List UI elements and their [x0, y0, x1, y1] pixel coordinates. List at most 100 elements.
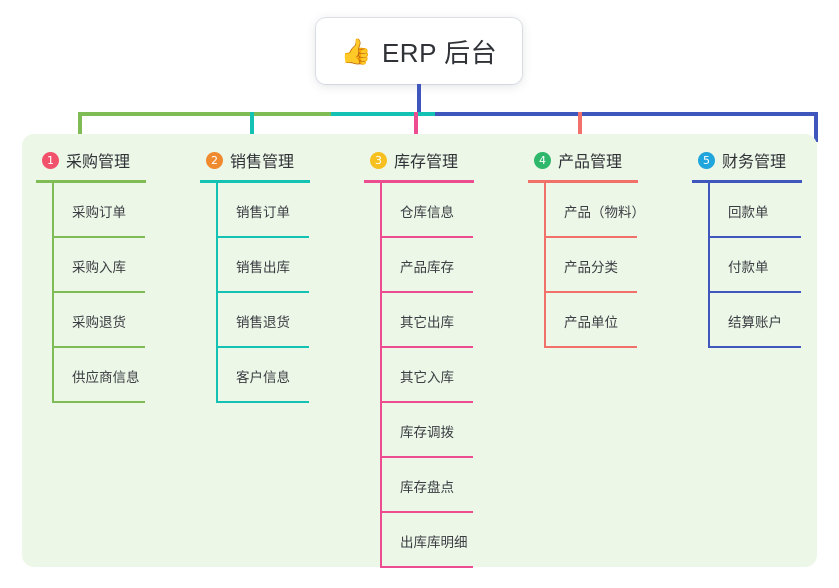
column-branch-3: 仓库信息产品库存其它出库其它入库库存调拨库存盘点出库库明细: [364, 183, 532, 568]
leaf-node[interactable]: 其它出库: [382, 293, 532, 348]
column-title-2: 销售管理: [230, 154, 295, 171]
leaf-label: 库存盘点: [400, 480, 454, 495]
leaf-rule: [382, 401, 473, 403]
leaf-node[interactable]: 产品（物料）: [546, 183, 696, 238]
leaf-rule: [546, 291, 637, 293]
column-header-2[interactable]: 2 销售管理: [200, 140, 368, 180]
leaf-node[interactable]: 销售订单: [218, 183, 368, 238]
column-rule-1: [36, 180, 146, 183]
leaf-label: 仓库信息: [400, 205, 454, 220]
leaf-rule: [382, 346, 473, 348]
column-rule-2: [200, 180, 310, 183]
column-header-1[interactable]: 1 采购管理: [36, 140, 204, 180]
leaf-node[interactable]: 产品单位: [546, 293, 696, 348]
leaf-label: 销售退货: [236, 315, 290, 330]
leaf-rule: [218, 346, 309, 348]
column-1: 1 采购管理采购订单采购入库采购退货供应商信息: [36, 140, 204, 403]
connector-drop-2: [250, 112, 254, 142]
connector-drop-1: [78, 112, 82, 142]
leaf-node[interactable]: 库存盘点: [382, 458, 532, 513]
leaf-rule: [54, 291, 145, 293]
connector-drop-4: [578, 112, 582, 142]
leaf-label: 回款单: [728, 205, 769, 220]
leaf-label: 销售出库: [236, 260, 290, 275]
leaf-label: 产品分类: [564, 260, 618, 275]
leaf-label: 采购入库: [72, 260, 126, 275]
leaf-rule: [54, 346, 145, 348]
leaf-label: 结算账户: [728, 315, 782, 330]
column-2: 2 销售管理销售订单销售出库销售退货客户信息: [200, 140, 368, 403]
leaf-rule: [54, 236, 145, 238]
leaf-node[interactable]: 回款单: [710, 183, 839, 238]
leaf-label: 库存调拨: [400, 425, 454, 440]
column-rule-5: [692, 180, 802, 183]
leaf-label: 采购订单: [72, 205, 126, 220]
leaf-label: 出库库明细: [400, 535, 468, 550]
connector-bar-blue: [435, 112, 818, 116]
leaf-rule: [54, 401, 145, 403]
column-branch-2: 销售订单销售出库销售退货客户信息: [200, 183, 368, 403]
leaf-node[interactable]: 销售退货: [218, 293, 368, 348]
leaf-label: 其它出库: [400, 315, 454, 330]
branch-spine-4: [544, 183, 546, 348]
leaf-node[interactable]: 其它入库: [382, 348, 532, 403]
column-header-5[interactable]: 5 财务管理: [692, 140, 839, 180]
column-branch-4: 产品（物料） 产品分类产品单位: [528, 183, 696, 348]
leaf-label: 产品单位: [564, 315, 618, 330]
leaf-node[interactable]: 销售出库: [218, 238, 368, 293]
leaf-node[interactable]: 仓库信息: [382, 183, 532, 238]
leaf-label: 客户信息: [236, 370, 290, 385]
leaf-node[interactable]: 采购退货: [54, 293, 204, 348]
thumbs-up-icon: 👍: [340, 37, 372, 66]
leaf-rule: [546, 236, 637, 238]
branch-spine-3: [380, 183, 382, 568]
leaf-node[interactable]: 出库库明细: [382, 513, 532, 568]
branch-spine-1: [52, 183, 54, 403]
leaf-label: 其它入库: [400, 370, 454, 385]
column-badge-1: 1: [42, 151, 59, 169]
leaf-label: 产品库存: [400, 260, 454, 275]
column-header-4[interactable]: 4 产品管理: [528, 140, 696, 180]
leaf-node[interactable]: 产品库存: [382, 238, 532, 293]
leaf-rule: [710, 236, 801, 238]
connector-bar-teal: [331, 112, 435, 116]
root-title: ERP 后台: [381, 37, 498, 68]
leaf-node[interactable]: 付款单: [710, 238, 839, 293]
column-branch-5: 回款单付款单结算账户: [692, 183, 839, 348]
column-title-4: 产品管理: [558, 154, 623, 171]
column-badge-4: 4: [534, 151, 551, 169]
leaf-label: 供应商信息: [72, 370, 140, 385]
leaf-node[interactable]: 采购订单: [54, 183, 204, 238]
leaf-node[interactable]: 供应商信息: [54, 348, 204, 403]
column-title-3: 库存管理: [394, 154, 459, 171]
column-title-1: 采购管理: [66, 154, 131, 171]
leaf-rule: [382, 236, 473, 238]
leaf-rule: [218, 401, 309, 403]
leaf-label: 产品（物料）: [564, 205, 645, 220]
column-4: 4 产品管理产品（物料） 产品分类产品单位: [528, 140, 696, 348]
leaf-node[interactable]: 采购入库: [54, 238, 204, 293]
root-node[interactable]: 👍 ERP 后台: [316, 18, 522, 84]
leaf-rule: [382, 456, 473, 458]
leaf-node[interactable]: 结算账户: [710, 293, 839, 348]
column-title-5: 财务管理: [722, 154, 787, 171]
column-rule-3: [364, 180, 474, 183]
leaf-rule: [382, 566, 473, 568]
leaf-node[interactable]: 客户信息: [218, 348, 368, 403]
leaf-node[interactable]: 库存调拨: [382, 403, 532, 458]
branch-spine-5: [708, 183, 710, 348]
leaf-label: 销售订单: [236, 205, 290, 220]
connector-root-stem: [417, 84, 421, 114]
leaf-node[interactable]: 产品分类: [546, 238, 696, 293]
column-badge-5: 5: [698, 151, 715, 169]
column-badge-2: 2: [206, 151, 223, 169]
branch-spine-2: [216, 183, 218, 403]
leaf-rule: [546, 346, 637, 348]
leaf-label: 采购退货: [72, 315, 126, 330]
connector-drop-5: [814, 112, 818, 142]
column-branch-1: 采购订单采购入库采购退货供应商信息: [36, 183, 204, 403]
leaf-label: 付款单: [728, 260, 769, 275]
diagram-panel: [22, 134, 817, 567]
